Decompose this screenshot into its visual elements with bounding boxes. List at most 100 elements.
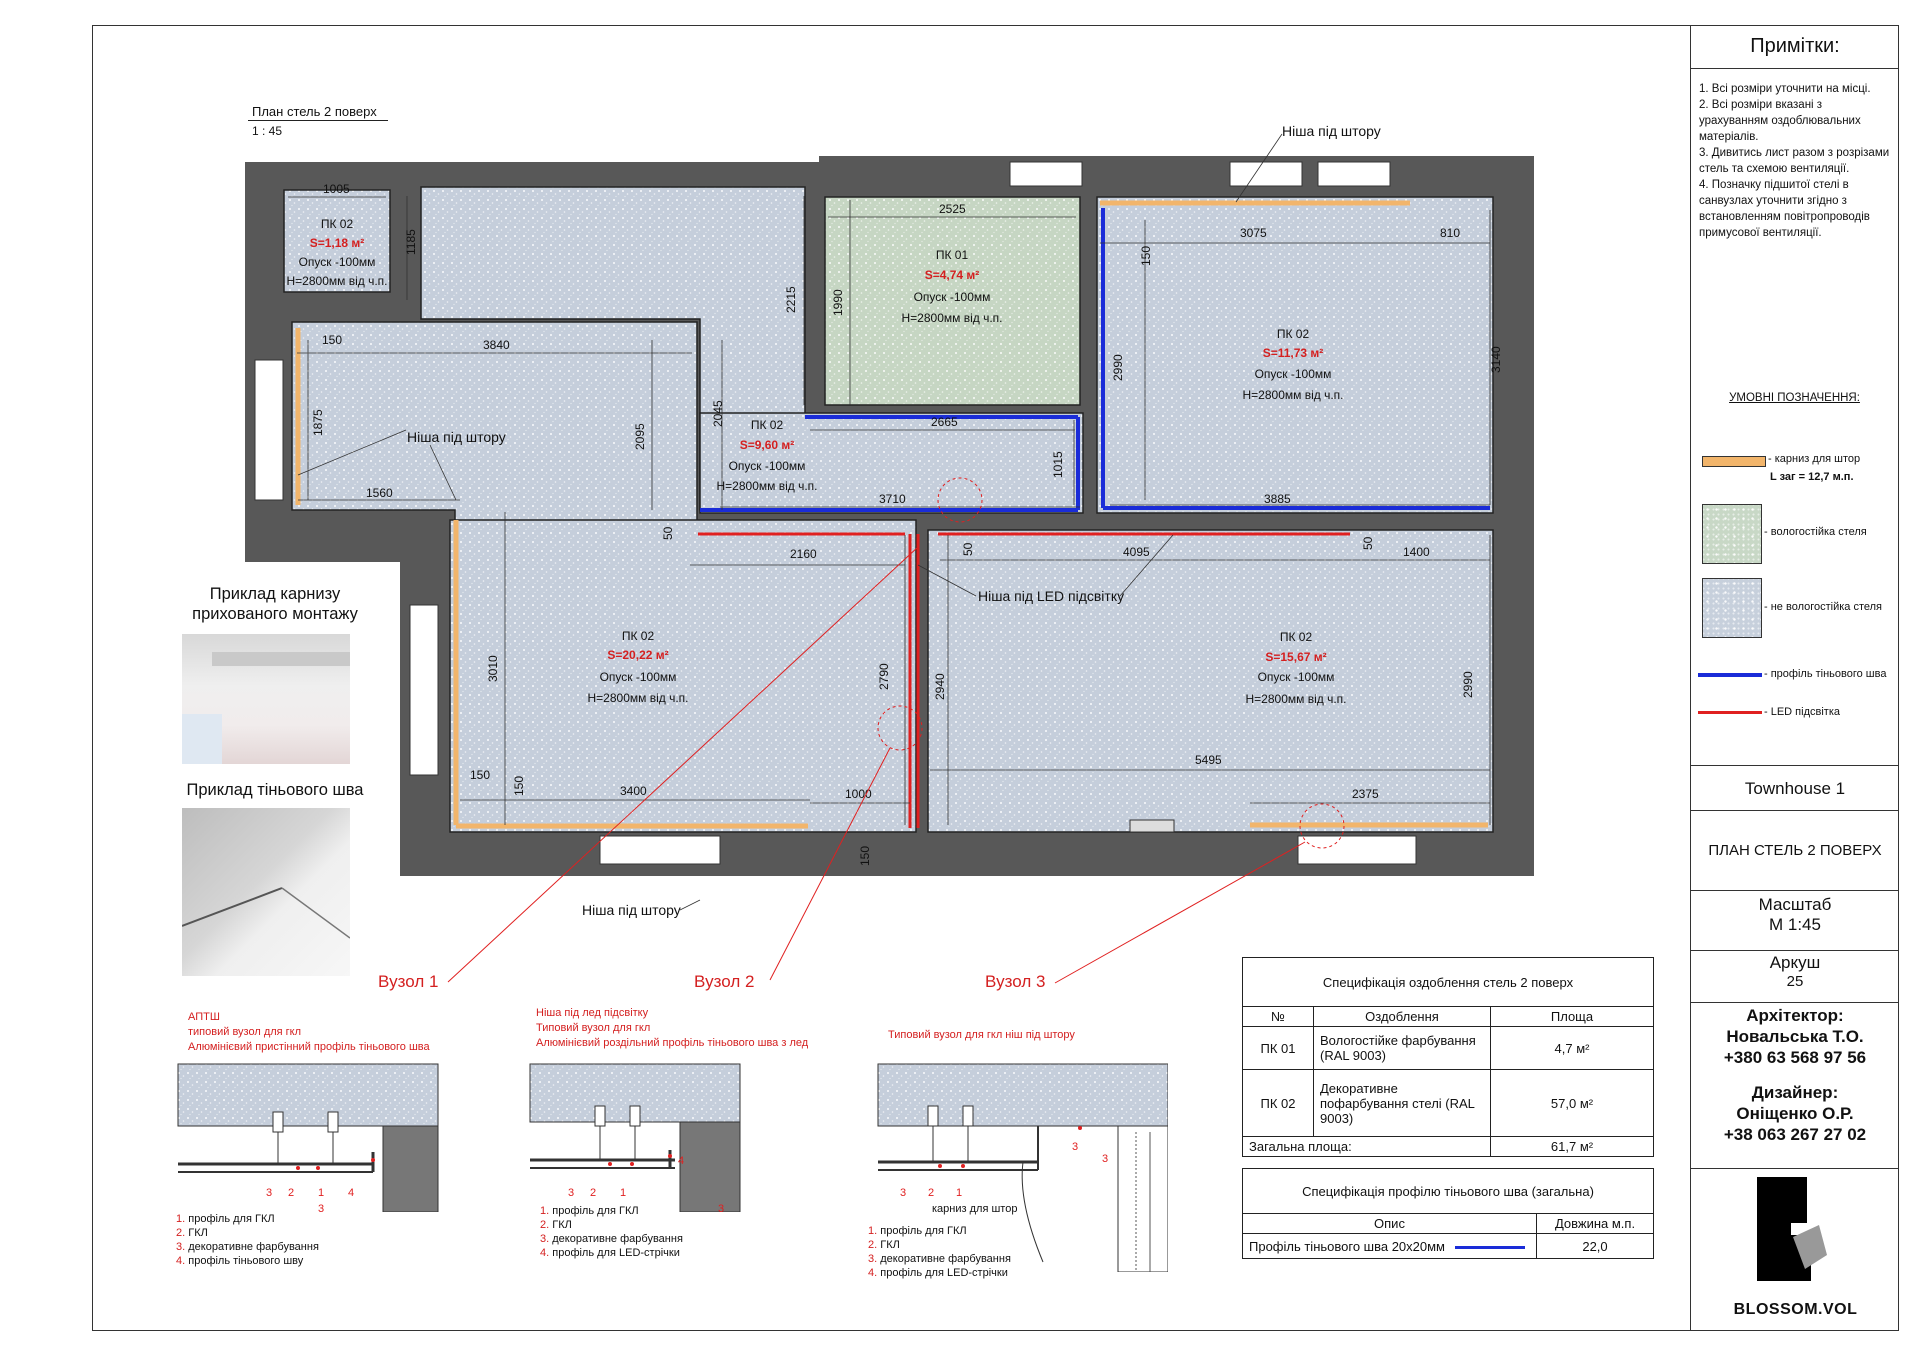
dim: 2790 (877, 663, 891, 690)
dim: 150 (512, 776, 526, 796)
node-2-section: 3 2 1 4 3 (529, 1063, 741, 1212)
svg-text:Опуск -100мм: Опуск -100мм (914, 290, 991, 304)
example-seam-title: Приклад тіньового шва (186, 781, 364, 799)
project-cell: Townhouse 1 (1690, 765, 1899, 810)
svg-text:ПК 02: ПК 02 (751, 418, 784, 432)
svg-text:Н=2800мм від ч.п.: Н=2800мм від ч.п. (287, 274, 388, 288)
svg-text:ПК 02: ПК 02 (321, 217, 354, 231)
dimension-labels: 1005 1185 2525 2215 1990 3075 810 150 29… (311, 182, 1503, 866)
svg-text:3: 3 (718, 1203, 724, 1212)
legend-cornice-swatch (1702, 456, 1766, 467)
brand-cell: BLOSSOM.VOL (1690, 1168, 1899, 1331)
legend-title: УМОВНІ ПОЗНАЧЕННЯ: (1729, 392, 1860, 404)
dim: 150 (1139, 246, 1153, 266)
node-3-label: Вузол 3 (985, 972, 1046, 991)
dim: 2215 (784, 286, 798, 313)
svg-text:Опуск -100мм: Опуск -100мм (600, 670, 677, 684)
legend-cornice-label: - карниз для штор (1768, 453, 1861, 465)
room-pk02-960 (699, 412, 1084, 514)
dim: 3840 (483, 338, 510, 352)
finish-spec-table: Специфікація оздоблення стель 2 поверх №… (1242, 957, 1654, 1157)
dim: 50 (961, 542, 975, 556)
cornice-photo (182, 634, 350, 764)
table-row: ПК 02 Декоративне пофарбування стелі (RA… (1242, 1069, 1654, 1137)
svg-text:3: 3 (1072, 1141, 1078, 1153)
legend-shadow-label: - профіль тіньового шва (1764, 668, 1887, 680)
room-pk02-1567 (927, 529, 1494, 833)
node-1-label: Вузол 1 (378, 972, 439, 991)
svg-text:4: 4 (348, 1187, 354, 1199)
brand-name: BLOSSOM.VOL (1733, 1301, 1858, 1318)
dim: 150 (470, 768, 490, 782)
svg-text:Опуск -100мм: Опуск -100мм (1255, 367, 1332, 381)
room-pk02-1173 (1096, 196, 1494, 514)
svg-text:Опуск -100мм: Опуск -100мм (729, 459, 806, 473)
svg-text:Опуск -100мм: Опуск -100мм (299, 255, 376, 269)
shadow-profile-swatch (1454, 1245, 1525, 1249)
table-row: Профіль тіньового шва 20х20мм 22,0 (1242, 1233, 1654, 1259)
svg-text:1: 1 (620, 1187, 626, 1199)
notes-text: 1. Всі розміри уточнити на місці. 2. Всі… (1699, 83, 1890, 239)
seam-photo (182, 808, 350, 976)
dim: 3710 (879, 492, 906, 506)
svg-text:Н=2800мм від ч.п.: Н=2800мм від ч.п. (1243, 388, 1344, 402)
legend-led-swatch (1698, 711, 1762, 714)
dim: 810 (1440, 226, 1460, 240)
dim: 2375 (1352, 787, 1379, 801)
svg-text:S=9,60 м²: S=9,60 м² (740, 438, 795, 452)
svg-text:S=4,74 м²: S=4,74 м² (925, 268, 980, 282)
node-1-section: 3 2 1 4 3 (177, 1063, 439, 1212)
dimension-lines (288, 196, 1491, 825)
architect-cell: Архітектор:Новальська Т.О.+380 63 568 97… (1690, 1002, 1899, 1082)
table-row: № Оздоблення Площа (1242, 1006, 1654, 1027)
legend-moisture-label: - вологостійка стеля (1764, 526, 1867, 538)
cornice-label: карниз для штор (932, 1203, 1017, 1215)
table-row: Специфікація профілю тіньового шва (зага… (1242, 1168, 1654, 1214)
windows (254, 161, 1417, 865)
shadow-profile (700, 208, 1490, 512)
svg-text:4: 4 (678, 1155, 684, 1167)
curtain-cornice (295, 200, 1488, 829)
dim: 3400 (620, 784, 647, 798)
table-row: Опис Довжина м.п. (1242, 1213, 1654, 1234)
table-row: Загальна площа: 61,7 м² (1242, 1136, 1654, 1157)
dim: 4095 (1123, 545, 1150, 559)
dim: 50 (1361, 536, 1375, 550)
node-leaders (447, 477, 1345, 984)
node-3-title: Типовий вузол для гкл ніш під штору (888, 1029, 1075, 1041)
node-3-section: 3 2 1 3 3 карниз для штор (877, 1063, 1168, 1272)
svg-text:S=11,73 м²: S=11,73 м² (1263, 346, 1324, 360)
dim: 1990 (831, 289, 845, 316)
dim: 5495 (1195, 753, 1222, 767)
node-2-label: Вузол 2 (694, 972, 755, 991)
dim: 2665 (931, 415, 958, 429)
svg-text:1: 1 (318, 1187, 324, 1199)
designer-cell: Дизайнер:Оніщенко О.Р.+38 063 267 27 02 (1690, 1082, 1899, 1168)
svg-text:2: 2 (928, 1187, 934, 1199)
dim: 1005 (323, 182, 350, 196)
svg-text:ПК 02: ПК 02 (622, 629, 655, 643)
svg-text:2: 2 (590, 1187, 596, 1199)
dim: 3140 (1489, 346, 1503, 373)
legend-moisture-swatch (1702, 504, 1762, 564)
svg-text:Н=2800мм від ч.п.: Н=2800мм від ч.п. (717, 479, 818, 493)
drawing-frame (92, 25, 1899, 1331)
svg-text:3: 3 (900, 1187, 906, 1199)
dim: 1400 (1403, 545, 1430, 559)
svg-text:3: 3 (1102, 1153, 1108, 1165)
callouts: Ніша під штору Ніша під штору Ніша під L… (297, 123, 1381, 918)
legend-cornice-length: L заг = 12,7 м.п. (1770, 471, 1854, 483)
dim: 3885 (1264, 492, 1291, 506)
dim: 2990 (1111, 354, 1125, 381)
table-row: ПК 01 Вологостійке фарбування (RAL 9003)… (1242, 1026, 1654, 1070)
dim: 1185 (404, 229, 418, 255)
room-pk01-bath (824, 196, 1081, 406)
curtain-niche-label-top: Ніша під штору (1282, 123, 1381, 139)
room-pk02-2022 (449, 519, 917, 833)
dim: 150 (322, 333, 342, 347)
svg-text:Опуск -100мм: Опуск -100мм (1258, 670, 1335, 684)
